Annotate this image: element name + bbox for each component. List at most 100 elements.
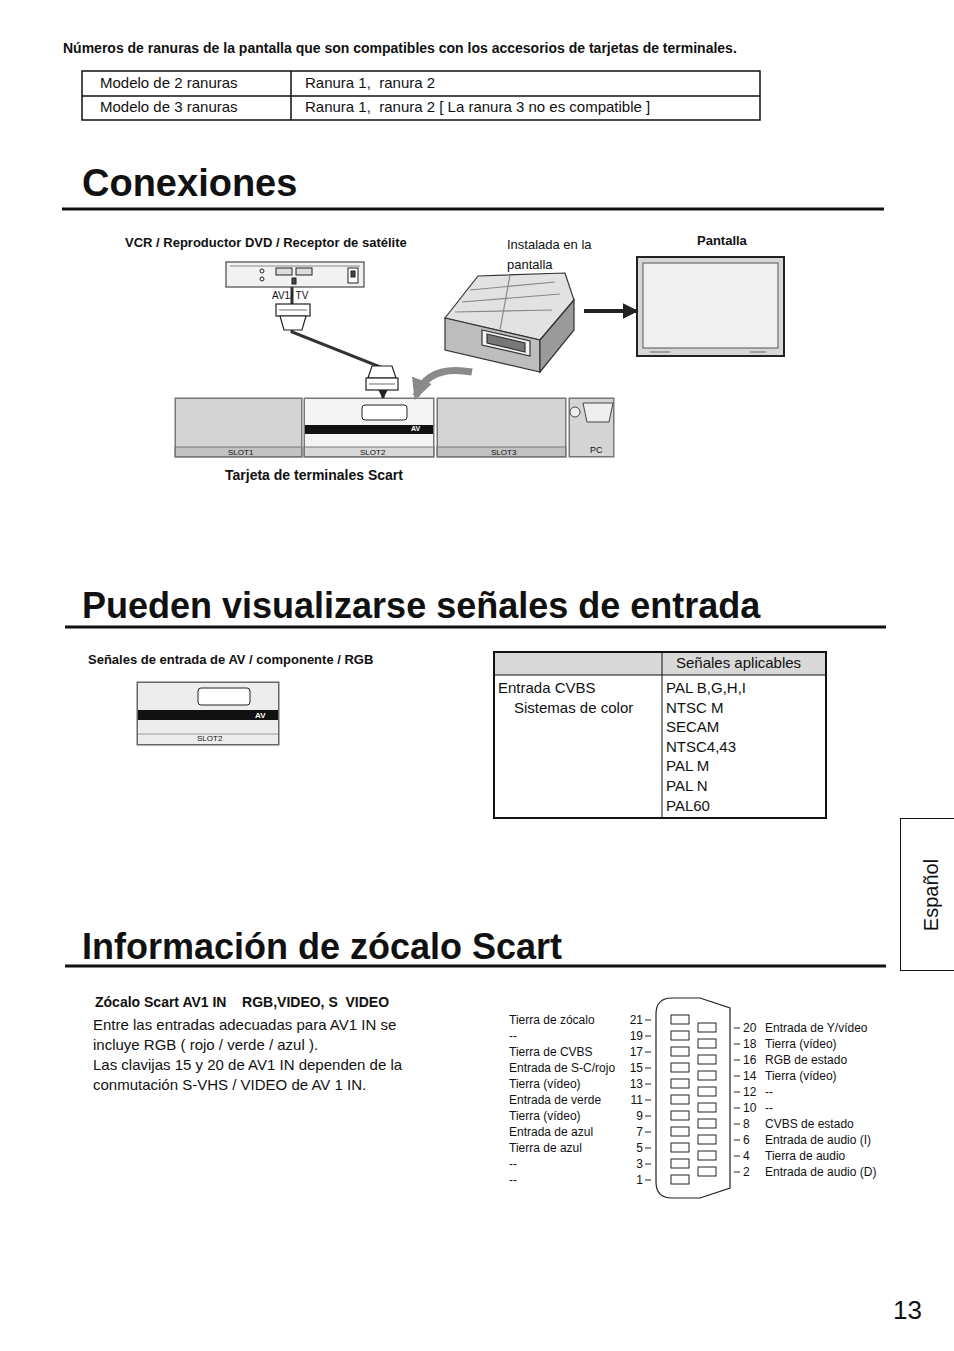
- pin-number: 1: [621, 1173, 643, 1187]
- pin-number: 7: [621, 1125, 643, 1139]
- tab-label: Español: [919, 858, 943, 930]
- section-heading: Información de zócalo Scart: [82, 925, 562, 968]
- figure-caption: Tarjeta de terminales Scart: [225, 467, 403, 484]
- section-heading: Conexiones: [82, 161, 297, 207]
- pin-contact: [698, 1135, 716, 1144]
- scart-pins: [645, 1015, 740, 1184]
- pin-contact: [671, 1127, 689, 1136]
- pin-label: Entrada de S-C/rojo: [509, 1061, 615, 1075]
- pin-contact: [671, 1143, 689, 1152]
- pin-number: 16: [743, 1053, 756, 1067]
- table-cell: Ranura 1, ranura 2: [305, 74, 435, 92]
- leader-tick: [734, 1028, 740, 1029]
- panel-label: SLOT1: [228, 448, 253, 458]
- body-text: Entre las entradas adecuadas para AV1 IN…: [93, 1015, 415, 1055]
- scart-plug: [366, 366, 398, 390]
- slot-panel: SLOT1: [175, 398, 302, 457]
- leader-tick: [734, 1060, 740, 1061]
- leader-tick: [734, 1092, 740, 1093]
- pin-number: 14: [743, 1069, 756, 1083]
- pin-contact: [698, 1055, 716, 1064]
- pin-label: Entrada de azul: [509, 1125, 593, 1139]
- table-header: Señales aplicables: [676, 654, 801, 672]
- slot-strip: [175, 398, 614, 457]
- leader-tick: [645, 1132, 651, 1133]
- pin-contact: [698, 1039, 716, 1048]
- pin-label: Entrada de verde: [509, 1093, 601, 1107]
- pin-number: 6: [743, 1133, 750, 1147]
- pin-contact: [671, 1159, 689, 1168]
- pin-number: 17: [621, 1045, 643, 1059]
- body-text: Las clavijas 15 y 20 de AV1 IN dependen …: [93, 1055, 415, 1095]
- pin-contact: [671, 1095, 689, 1104]
- leader-tick: [734, 1124, 740, 1125]
- terminal-card: [445, 273, 574, 372]
- pin-label: --: [765, 1101, 773, 1115]
- pin-contact: [671, 1175, 689, 1184]
- pin-label: RGB de estado: [765, 1053, 847, 1067]
- table-cell: PAL B,G,H,I: [666, 679, 746, 697]
- slot-panel: PC: [569, 398, 614, 457]
- leader-tick: [645, 1036, 651, 1037]
- vcr-device: [226, 262, 364, 287]
- leader-tick: [645, 1148, 651, 1149]
- pin-label: Tierra (vídeo): [765, 1069, 837, 1083]
- pin-label: --: [509, 1157, 517, 1171]
- connector-arrow: [416, 370, 472, 396]
- table-cell: PAL60: [666, 797, 710, 815]
- pin-number: 20: [743, 1021, 756, 1035]
- pin-number: 3: [621, 1157, 643, 1171]
- pin-number: 5: [621, 1141, 643, 1155]
- pin-number: 21: [621, 1013, 643, 1027]
- leader-tick: [645, 1180, 651, 1181]
- leader-tick: [645, 1020, 651, 1021]
- table-cell: Ranura 1, ranura 2 [ La ranura 3 no es c…: [305, 98, 650, 116]
- pin-label: Tierra de CVBS: [509, 1045, 593, 1059]
- pin-label: Tierra (vídeo): [509, 1109, 581, 1123]
- panel-label: AV: [255, 711, 266, 721]
- pin-contact: [698, 1103, 716, 1112]
- table-cell: NTSC4,43: [666, 738, 736, 756]
- leader-tick: [645, 1116, 651, 1117]
- pin-contact: [671, 1079, 689, 1088]
- signal-table-grid: [494, 652, 826, 818]
- table-cell: NTSC M: [666, 699, 724, 717]
- leader-tick: [645, 1068, 651, 1069]
- pin-number: 10: [743, 1101, 756, 1115]
- pin-contact: [698, 1119, 716, 1128]
- pin-label: --: [765, 1085, 773, 1099]
- pin-contact: [671, 1015, 689, 1024]
- pin-number: 11: [621, 1093, 643, 1107]
- pin-number: 12: [743, 1085, 756, 1099]
- pin-contact: [698, 1087, 716, 1096]
- panel-label: SLOT2: [360, 448, 385, 458]
- slot-table-grid: [82, 71, 760, 120]
- terminal-card: Instalada en la pantalla: [436, 272, 576, 372]
- leader-tick: [645, 1084, 651, 1085]
- pin-label: Entrada de audio (I): [765, 1133, 871, 1147]
- pin-label: --: [509, 1029, 517, 1043]
- device-label: Instalada en la pantalla: [507, 235, 617, 275]
- scart-plug: [276, 304, 310, 330]
- panel-label: AV1/ TV: [272, 290, 308, 302]
- pin-contact: [698, 1167, 716, 1176]
- leader-tick: [734, 1156, 740, 1157]
- pin-label: Tierra de zócalo: [509, 1013, 595, 1027]
- slot-panel: SLOT3: [437, 398, 566, 457]
- pin-number: 4: [743, 1149, 750, 1163]
- heading-rule: [62, 209, 886, 966]
- leader-tick: [734, 1076, 740, 1077]
- slot-panel: [137, 682, 279, 745]
- panel-label: SLOT2: [197, 734, 222, 744]
- pin-contact: [671, 1047, 689, 1056]
- scart-socket-outline: [656, 998, 730, 1198]
- device-label: Pantalla: [697, 233, 747, 249]
- pin-number: 18: [743, 1037, 756, 1051]
- language-tab: Español: [900, 818, 954, 971]
- table-cell: Sistemas de color: [514, 699, 633, 717]
- table-cell: PAL M: [666, 757, 709, 775]
- pin-contact: [671, 1031, 689, 1040]
- table-cell: PAL N: [666, 777, 708, 795]
- pin-contact: [698, 1071, 716, 1080]
- slot-panel: AV SLOT2: [137, 682, 279, 745]
